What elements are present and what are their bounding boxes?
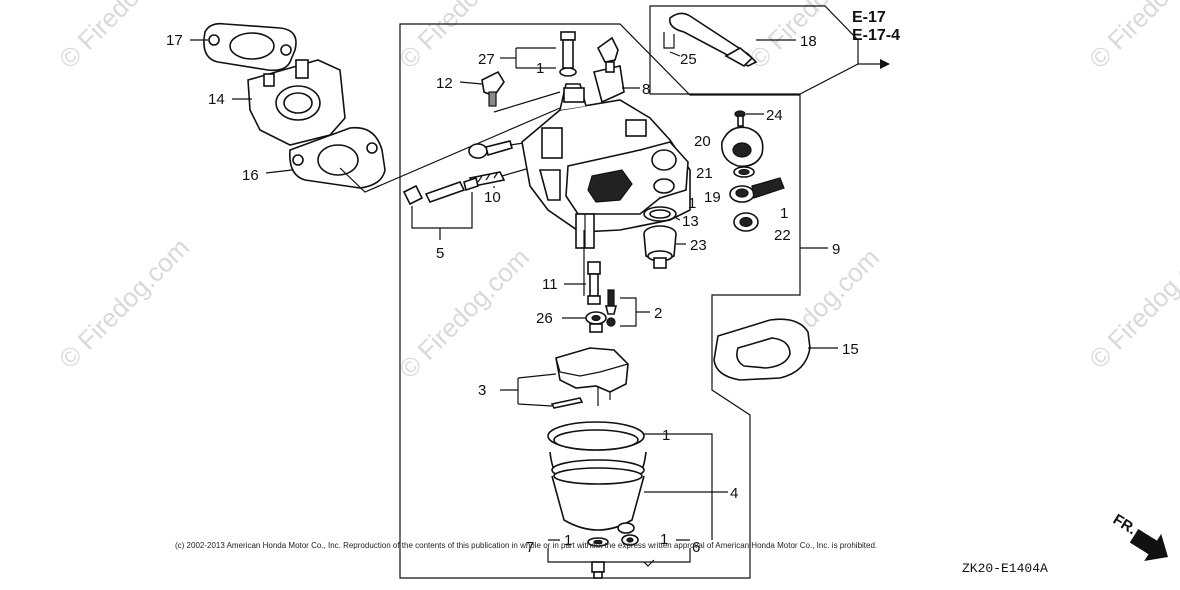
copyright-notice: (c) 2002-2013 American Honda Motor Co., …: [175, 541, 877, 550]
callout-12: 12: [436, 75, 453, 92]
bracket-2: [620, 297, 650, 327]
screw-27: [559, 31, 577, 77]
leader-12: [459, 81, 483, 85]
watermark: © Firedog.com: [1083, 0, 1180, 74]
callout-14: 14: [208, 91, 225, 108]
leader-13: [675, 217, 681, 221]
jet-11: [587, 261, 601, 305]
lever-8: [593, 36, 625, 104]
screw-6: [617, 522, 655, 567]
callout-2: 2: [654, 305, 662, 322]
lever-19: [729, 177, 785, 203]
bracket-5: [411, 192, 473, 240]
o-ring-13: [643, 206, 677, 222]
float-3: [550, 347, 629, 409]
reference-e17-4: E-17-4: [852, 27, 900, 44]
callout-15: 15: [842, 341, 859, 358]
callout-1-chamber: 1: [662, 427, 670, 444]
float-chamber-4: [547, 421, 647, 531]
leader-25: [669, 51, 681, 57]
callout-1-bolt: 1: [564, 532, 572, 549]
callout-17: 17: [166, 32, 183, 49]
bracket-4: [644, 433, 728, 540]
carburetor-body: [521, 83, 691, 296]
callout-16: 16: [242, 167, 259, 184]
callout-18: 18: [800, 33, 817, 50]
assembly-boundary: [399, 23, 801, 579]
callout-21: 21: [696, 165, 713, 182]
callout-19: 19: [704, 189, 721, 206]
bracket-7-6: [547, 539, 691, 563]
cap-12: [481, 70, 505, 107]
callout-10: 10: [484, 189, 501, 206]
callout-7: 7: [526, 539, 534, 556]
callout-24: 24: [766, 107, 783, 124]
callout-3: 3: [478, 382, 486, 399]
callout-26: 26: [536, 310, 553, 327]
callout-9: 9: [832, 241, 840, 258]
assembly-line-16: [339, 107, 561, 193]
reference-arrow: [880, 59, 890, 69]
reference-e17: E-17: [852, 9, 886, 26]
callout-1-washer: 1: [536, 60, 544, 77]
jet-26: [585, 311, 607, 333]
callout-11: 11: [542, 276, 558, 293]
washer-21: [733, 166, 755, 178]
callout-23: 23: [690, 237, 707, 254]
callout-1-oring: 1: [688, 195, 696, 212]
callout-25: 25: [680, 51, 697, 68]
watermark: © Firedog.com: [393, 242, 535, 384]
callout-8: 8: [642, 81, 650, 98]
callout-20: 20: [694, 133, 711, 150]
callout-6: 6: [692, 539, 700, 556]
callout-5: 5: [436, 245, 444, 262]
diagram-code: ZK20-E1404A: [962, 561, 1048, 576]
callout-1-seal: 1: [780, 205, 788, 222]
pin-25: [663, 32, 675, 49]
bolt-7: [587, 537, 609, 579]
watermark: © Firedog.com: [393, 0, 535, 74]
callout-4: 4: [730, 485, 738, 502]
callout-13: 13: [682, 213, 699, 230]
screw-24: [734, 110, 746, 127]
cover-20: [721, 126, 764, 168]
gasket-15: [713, 318, 811, 381]
front-marker: FR.: [1110, 511, 1140, 538]
seal-22: [733, 212, 759, 232]
watermark: © Firedog.com: [1083, 232, 1180, 374]
gasket-17: [203, 22, 297, 72]
pilot-screw-5: [402, 176, 479, 206]
holder-23: [643, 225, 677, 269]
callout-27: 27: [478, 51, 495, 68]
gasket-16: [288, 126, 386, 189]
watermark: © Firedog.com: [53, 232, 195, 374]
leader-16: [265, 169, 293, 174]
callout-22: 22: [774, 227, 791, 244]
assembly-line-12: [493, 91, 561, 113]
front-arrow-icon: FR.: [1110, 511, 1168, 562]
float-valve-2: [604, 289, 618, 327]
choke-lever-18: [668, 12, 758, 67]
insulator-14: [247, 59, 346, 146]
callout-1-screw: 1: [660, 531, 668, 548]
bracket-3: [500, 373, 557, 407]
